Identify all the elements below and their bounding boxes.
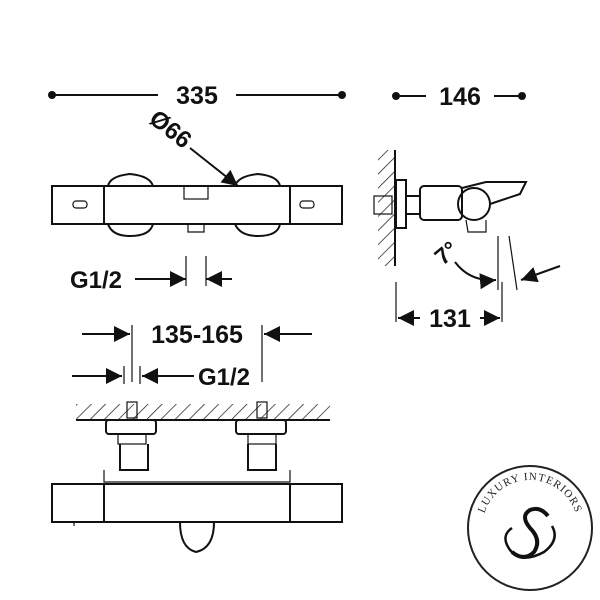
mixer-body-front <box>51 172 343 238</box>
center-distance-dimension: 135-165 <box>82 321 312 382</box>
depth-dimension: 146 <box>392 83 526 111</box>
wall-hatch <box>378 150 394 266</box>
overall-width-dimension: 335 <box>48 82 346 110</box>
mixer-body-side <box>373 179 528 233</box>
mixer-body-bottom <box>51 401 343 554</box>
depth-label: 146 <box>439 83 481 111</box>
side-view: 146 7° 131 <box>373 83 561 333</box>
overall-width-label: 335 <box>176 82 218 110</box>
connection-top-dimension: G1/2 <box>70 256 232 294</box>
center-distance-label: 135-165 <box>151 321 243 349</box>
diameter-dimension: Ø66 <box>144 105 239 187</box>
front-view: 335 Ø66 G1/2 <box>48 82 346 294</box>
luxury-interiors-logo: LUXURY INTERIORS <box>467 465 593 591</box>
diameter-label: Ø66 <box>144 105 196 154</box>
connection-bottom-dimension: G1/2 <box>72 364 250 391</box>
projection-label: 131 <box>429 305 471 333</box>
bottom-view: 135-165 G1/2 <box>51 321 343 554</box>
projection-dimension: 131 <box>395 282 503 333</box>
connection-bottom-label: G1/2 <box>198 364 250 391</box>
connection-top-label: G1/2 <box>70 267 122 294</box>
wall-hatch-bottom <box>76 404 330 420</box>
angle-dimension: 7° <box>429 236 561 291</box>
